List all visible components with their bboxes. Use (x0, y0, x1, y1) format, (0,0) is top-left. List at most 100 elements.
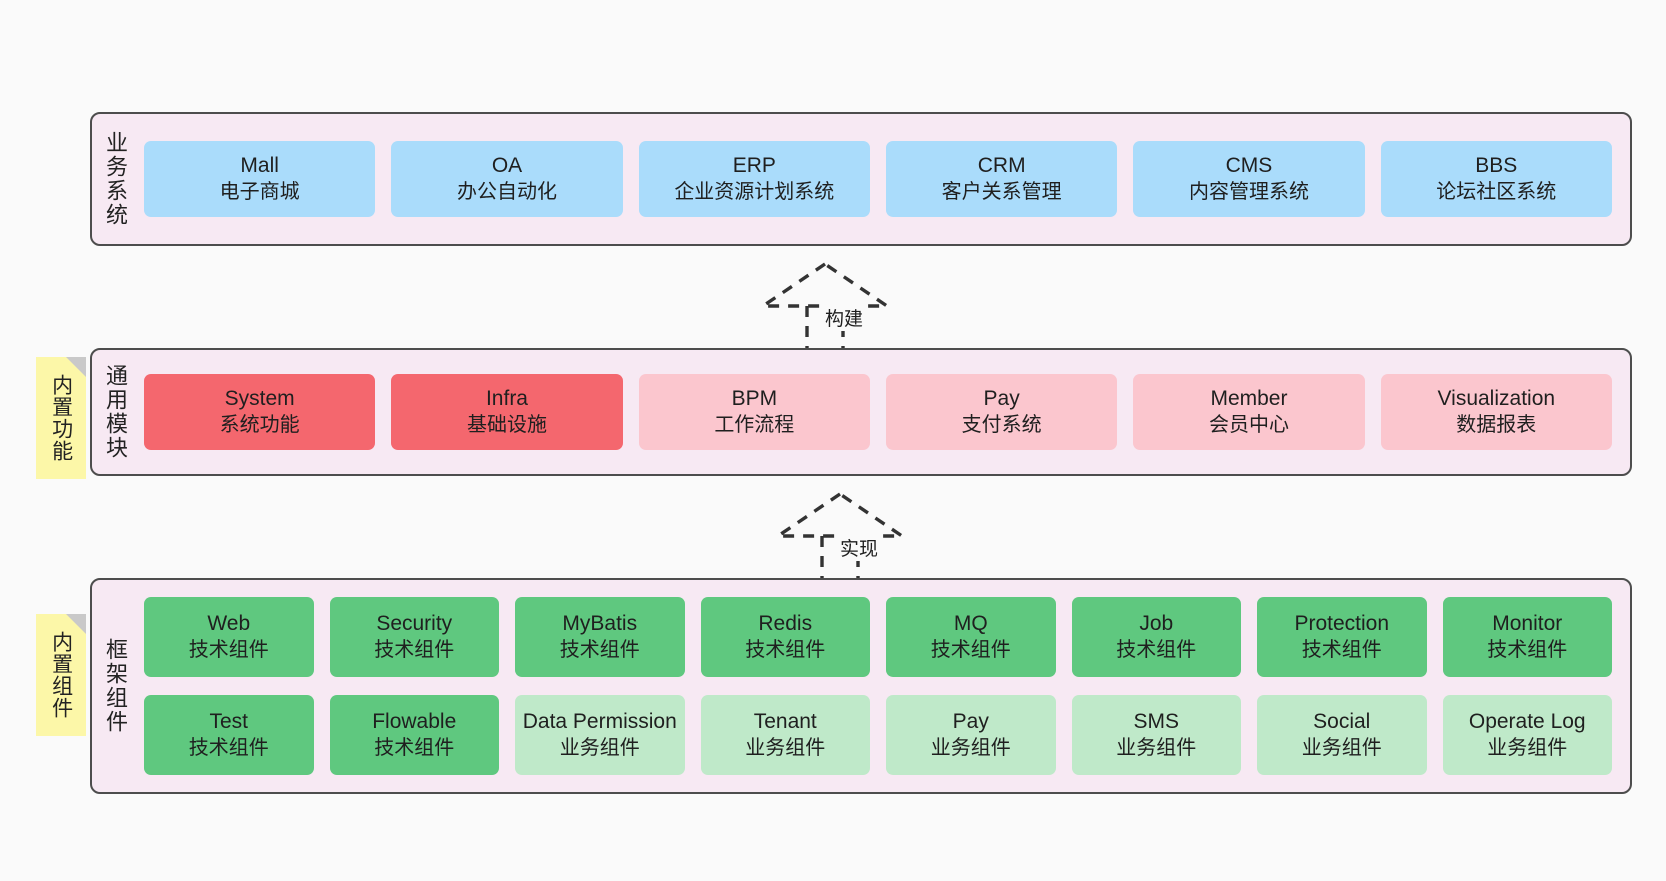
layer-framework-component: 框架组件 Web 技术组件 Security 技术组件 MyBatis 技术组件… (90, 578, 1632, 794)
card-subtitle: 论坛社区系统 (1436, 180, 1557, 203)
card-sms[interactable]: SMS 业务组件 (1071, 695, 1241, 775)
card-member[interactable]: Member 会员中心 (1133, 374, 1365, 450)
card-title: System (224, 386, 295, 410)
card-mall[interactable]: Mall 电子商城 (144, 141, 376, 217)
card-title: Job (1139, 611, 1174, 635)
card-cms[interactable]: CMS 内容管理系统 (1133, 141, 1365, 217)
card-title: CRM (977, 153, 1026, 177)
card-bpm[interactable]: BPM 工作流程 (638, 374, 870, 450)
card-title: ERP (732, 153, 776, 177)
card-job[interactable]: Job 技术组件 (1071, 597, 1241, 677)
layer-body-common-module: System 系统功能 Infra 基础设施 BPM 工作流程 Pay 支付系统… (138, 350, 1630, 474)
card-title: OA (491, 153, 523, 177)
card-pay-module[interactable]: Pay 支付系统 (885, 374, 1118, 450)
card-crm[interactable]: CRM 客户关系管理 (885, 141, 1118, 217)
card-subtitle: 电子商城 (219, 180, 300, 203)
card-subtitle: 技术组件 (559, 638, 640, 661)
card-operate-log[interactable]: Operate Log 业务组件 (1442, 695, 1612, 775)
card-subtitle: 业务组件 (1116, 736, 1197, 759)
connector-implement: 实现 (760, 488, 920, 584)
card-oa[interactable]: OA 办公自动化 (391, 141, 623, 217)
card-title: MQ (953, 611, 988, 635)
card-monitor[interactable]: Monitor 技术组件 (1442, 597, 1612, 677)
card-title: Infra (485, 386, 528, 410)
card-subtitle: 技术组件 (188, 736, 269, 759)
layer-label-business-system: 业务系统 (102, 131, 128, 227)
card-subtitle: 支付系统 (961, 413, 1042, 436)
card-redis[interactable]: Redis 技术组件 (700, 597, 870, 677)
card-subtitle: 业务组件 (1487, 736, 1568, 759)
card-title: Tenant (753, 709, 817, 733)
card-subtitle: 技术组件 (930, 638, 1011, 661)
card-title: Mall (240, 153, 279, 177)
card-subtitle: 基础设施 (466, 413, 547, 436)
card-title: Protection (1294, 611, 1390, 635)
card-title: Test (209, 709, 248, 733)
card-pay-component[interactable]: Pay 业务组件 (886, 695, 1056, 775)
sticky-note-label: 内置组件 (49, 631, 73, 719)
card-erp[interactable]: ERP 企业资源计划系统 (638, 141, 870, 217)
card-title: Member (1210, 386, 1288, 410)
card-subtitle: 技术组件 (1116, 638, 1197, 661)
card-title: Data Permission (522, 709, 677, 733)
card-social[interactable]: Social 业务组件 (1257, 695, 1427, 775)
sticky-note-label: 内置功能 (49, 374, 73, 462)
layer-common-module: 通用模块 System 系统功能 Infra 基础设施 BPM 工作流程 Pay… (90, 348, 1632, 476)
card-web[interactable]: Web 技术组件 (144, 597, 314, 677)
card-security[interactable]: Security 技术组件 (329, 597, 499, 677)
card-tenant[interactable]: Tenant 业务组件 (700, 695, 870, 775)
card-protection[interactable]: Protection 技术组件 (1257, 597, 1427, 677)
card-title: BPM (731, 386, 778, 410)
card-mq[interactable]: MQ 技术组件 (886, 597, 1056, 677)
card-title: Social (1313, 709, 1371, 733)
card-infra[interactable]: Infra 基础设施 (391, 374, 623, 450)
card-title: MyBatis (562, 611, 638, 635)
card-title: Security (376, 611, 453, 635)
card-row: Web 技术组件 Security 技术组件 MyBatis 技术组件 Redi… (144, 597, 1630, 677)
layer-business-system: 业务系统 Mall 电子商城 OA 办公自动化 ERP 企业资源计划系统 CRM… (90, 112, 1632, 246)
card-row: Test 技术组件 Flowable 技术组件 Data Permission … (144, 695, 1630, 775)
sticky-note-builtin-function: 内置功能 (36, 357, 86, 479)
card-subtitle: 技术组件 (1487, 638, 1568, 661)
card-subtitle: 会员中心 (1208, 413, 1289, 436)
sticky-note-builtin-component: 内置组件 (36, 614, 86, 736)
card-subtitle: 业务组件 (559, 736, 640, 759)
card-test[interactable]: Test 技术组件 (144, 695, 314, 775)
folded-corner-icon (66, 614, 86, 634)
card-subtitle: 技术组件 (374, 638, 455, 661)
card-title: BBS (1475, 153, 1518, 177)
layer-label-common-module: 通用模块 (102, 364, 128, 460)
card-subtitle: 内容管理系统 (1188, 180, 1309, 203)
connector-label: 实现 (838, 534, 881, 561)
card-mybatis[interactable]: MyBatis 技术组件 (515, 597, 685, 677)
card-title: Pay (983, 386, 1020, 410)
card-row: System 系统功能 Infra 基础设施 BPM 工作流程 Pay 支付系统… (144, 374, 1630, 450)
card-data-permission[interactable]: Data Permission 业务组件 (515, 695, 685, 775)
layer-body-framework-component: Web 技术组件 Security 技术组件 MyBatis 技术组件 Redi… (138, 580, 1630, 792)
card-subtitle: 业务组件 (745, 736, 826, 759)
card-system[interactable]: System 系统功能 (144, 374, 376, 450)
card-visualization[interactable]: Visualization 数据报表 (1380, 374, 1612, 450)
card-subtitle: 系统功能 (219, 413, 300, 436)
card-subtitle: 技术组件 (1301, 638, 1382, 661)
card-subtitle: 办公自动化 (456, 180, 557, 203)
card-title: Visualization (1437, 386, 1556, 410)
card-subtitle: 工作流程 (714, 413, 795, 436)
card-flowable[interactable]: Flowable 技术组件 (329, 695, 499, 775)
connector-label: 构建 (823, 304, 866, 331)
folded-corner-icon (66, 357, 86, 377)
card-title: Web (207, 611, 251, 635)
card-row: Mall 电子商城 OA 办公自动化 ERP 企业资源计划系统 CRM 客户关系… (144, 141, 1630, 217)
card-subtitle: 技术组件 (188, 638, 269, 661)
card-subtitle: 数据报表 (1456, 413, 1537, 436)
layer-body-business-system: Mall 电子商城 OA 办公自动化 ERP 企业资源计划系统 CRM 客户关系… (138, 114, 1630, 244)
card-title: Flowable (372, 709, 457, 733)
card-subtitle: 技术组件 (745, 638, 826, 661)
card-subtitle: 客户关系管理 (941, 180, 1062, 203)
card-subtitle: 企业资源计划系统 (674, 180, 835, 203)
card-bbs[interactable]: BBS 论坛社区系统 (1380, 141, 1612, 217)
card-title: CMS (1225, 153, 1273, 177)
card-title: SMS (1133, 709, 1179, 733)
card-subtitle: 业务组件 (1301, 736, 1382, 759)
